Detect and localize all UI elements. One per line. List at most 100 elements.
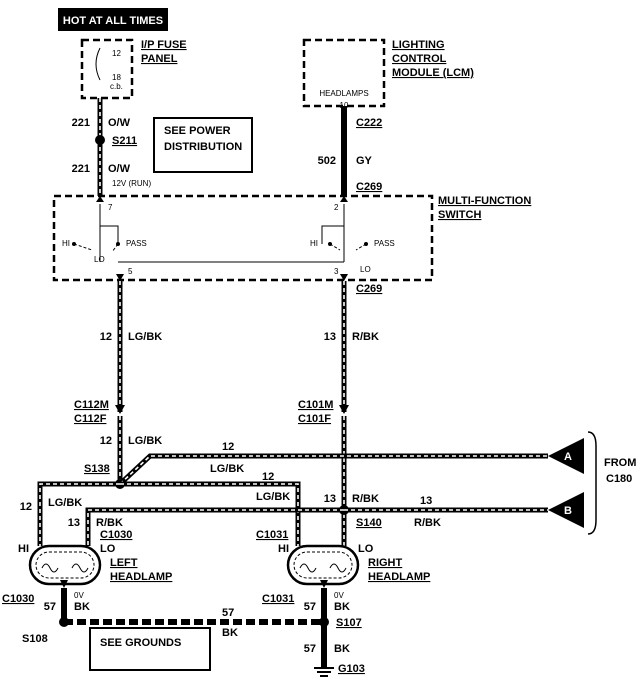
- conn-c1030-bottom-label: C1030: [2, 593, 34, 605]
- conn-c101f-label: C101F: [298, 413, 331, 425]
- fuse-panel-label-2: PANEL: [141, 53, 178, 65]
- wire-12-color-lower: LG/BK: [128, 435, 162, 447]
- switch-pin-7: 7: [108, 203, 113, 212]
- wire-13-s140-color: R/BK: [352, 493, 379, 505]
- splice-s211-dot: [95, 135, 105, 145]
- switch-left-lo: LO: [94, 255, 105, 264]
- wire-12-a-circuit: 12: [222, 441, 234, 453]
- switch-right-lo: LO: [360, 265, 371, 274]
- conn-c112f-label: C112F: [74, 413, 107, 425]
- fuse-panel-label-1: I/P FUSE: [141, 39, 187, 51]
- lcm-pin-label: HEADLAMPS: [319, 89, 368, 98]
- circuit-breaker-icon: [95, 47, 101, 81]
- switch-pin-5: 5: [128, 267, 133, 276]
- wire-221-circuit-b: 221: [72, 163, 90, 175]
- wire-57-bus-circuit: 57: [222, 607, 234, 619]
- wire-13-circuit: 13: [324, 331, 336, 343]
- wire-57-g-circuit: 57: [304, 643, 316, 655]
- switch-right-pass: PASS: [374, 239, 395, 248]
- wire-12-left-color: LG/BK: [48, 497, 82, 509]
- wire-57-right-voltage: 0V: [334, 591, 344, 600]
- wire-57-right-color: BK: [334, 601, 350, 613]
- conn-c269-bottom-label: C269: [356, 283, 382, 295]
- right-headlamp-hi: HI: [278, 543, 289, 555]
- conn-c101m-label: C101M: [298, 399, 333, 411]
- wire-12-a-color: LG/BK: [210, 463, 244, 475]
- fuse-rating: 18: [112, 73, 121, 82]
- lcm-label-2: CONTROL: [392, 53, 447, 65]
- conn-c1031-bottom-label: C1031: [262, 593, 294, 605]
- wire-12-left-circuit: 12: [20, 501, 32, 513]
- left-headlamp-hi: HI: [18, 543, 29, 555]
- wire-12-circuit: 12: [100, 331, 112, 343]
- left-headlamp-lo: LO: [100, 543, 116, 555]
- ground-g103-label: G103: [338, 663, 365, 675]
- ground-icon: [314, 667, 334, 677]
- fuse-number: 12: [112, 49, 121, 58]
- wire-57-left-circuit: 57: [44, 601, 56, 613]
- wire-13-left-circuit: 13: [68, 517, 80, 529]
- conn-c222-label: C222: [356, 117, 382, 129]
- conn-c112m-label: C112M: [74, 399, 109, 411]
- from-label-1: FROM: [604, 457, 636, 469]
- fuse-panel-box: [80, 38, 134, 100]
- wire-13-color: R/BK: [352, 331, 379, 343]
- lcm-box: [302, 38, 386, 108]
- wire-57-right-circuit: 57: [304, 601, 316, 613]
- conn-c269-top-label: C269: [356, 181, 382, 193]
- wire-13-s140-circuit: 13: [324, 493, 336, 505]
- wire-57-left-color: BK: [74, 601, 90, 613]
- ground-note-box: [89, 627, 211, 671]
- wire-57-g-color: BK: [334, 643, 350, 655]
- splice-s140-label: S140: [356, 517, 382, 529]
- wire-502-circuit: 502: [318, 155, 336, 167]
- switch-right-hi: HI: [310, 239, 318, 248]
- splice-s211-label: S211: [112, 135, 137, 147]
- lcm-label-3: MODULE (LCM): [392, 67, 474, 79]
- fuse-type: c.b.: [110, 82, 123, 91]
- marker-a-label: A: [564, 451, 572, 463]
- wire-57-bus-color: BK: [222, 627, 238, 639]
- left-headlamp-label-2: HEADLAMP: [110, 571, 172, 583]
- ground-note-label: SEE GROUNDS: [100, 637, 181, 649]
- wire-221-color-a: O/W: [108, 117, 131, 129]
- wire-12-to-a: [118, 453, 548, 486]
- hot-banner: [58, 8, 168, 31]
- marker-b-arrow: [548, 492, 584, 528]
- switch-pin-3: 3: [334, 267, 339, 276]
- wire-13-left-color: R/BK: [96, 517, 123, 529]
- splice-s107-dot: [319, 617, 329, 627]
- switch-left-pass: PASS: [126, 239, 147, 248]
- wire-57-left-voltage: 0V: [74, 591, 84, 600]
- power-note-line-2: DISTRIBUTION: [164, 141, 242, 153]
- multi-function-switch-box: [52, 194, 434, 282]
- hot-label: HOT AT ALL TIMES: [63, 15, 163, 27]
- lcm-label-1: LIGHTING: [392, 39, 445, 51]
- splice-s108-label: S108: [22, 633, 48, 645]
- lcm-pin: 10: [340, 101, 349, 110]
- wire-12-right-circuit: 12: [262, 471, 274, 483]
- mfs-label-1: MULTI-FUNCTION: [438, 195, 531, 207]
- right-headlamp-label-1: RIGHT: [368, 557, 403, 569]
- wire-502-color: GY: [356, 155, 373, 167]
- wire-221-color-b: O/W: [108, 163, 131, 175]
- splice-s107-label: S107: [336, 617, 362, 629]
- wire-221-circuit-a: 221: [72, 117, 90, 129]
- left-headlamp-label-1: LEFT: [110, 557, 138, 569]
- switch-internal-wiring: [99, 204, 345, 263]
- power-note-box: [153, 117, 253, 173]
- mfs-label-2: SWITCH: [438, 209, 481, 221]
- wire-13-b-color: R/BK: [414, 517, 441, 529]
- right-headlamp-label-2: HEADLAMP: [368, 571, 430, 583]
- splice-s108-dot: [59, 617, 69, 627]
- marker-a-arrow: [548, 438, 584, 474]
- switch-pin-2: 2: [334, 203, 339, 212]
- right-headlamp-lo: LO: [358, 543, 374, 555]
- switch-left-hi: HI: [62, 239, 70, 248]
- conn-c1030-top-label: C1030: [100, 529, 132, 541]
- from-label-2: C180: [606, 473, 632, 485]
- wire-13-b-circuit: 13: [420, 495, 432, 507]
- wire-12-circuit-lower: 12: [100, 435, 112, 447]
- power-note-line-1: SEE POWER: [164, 125, 231, 137]
